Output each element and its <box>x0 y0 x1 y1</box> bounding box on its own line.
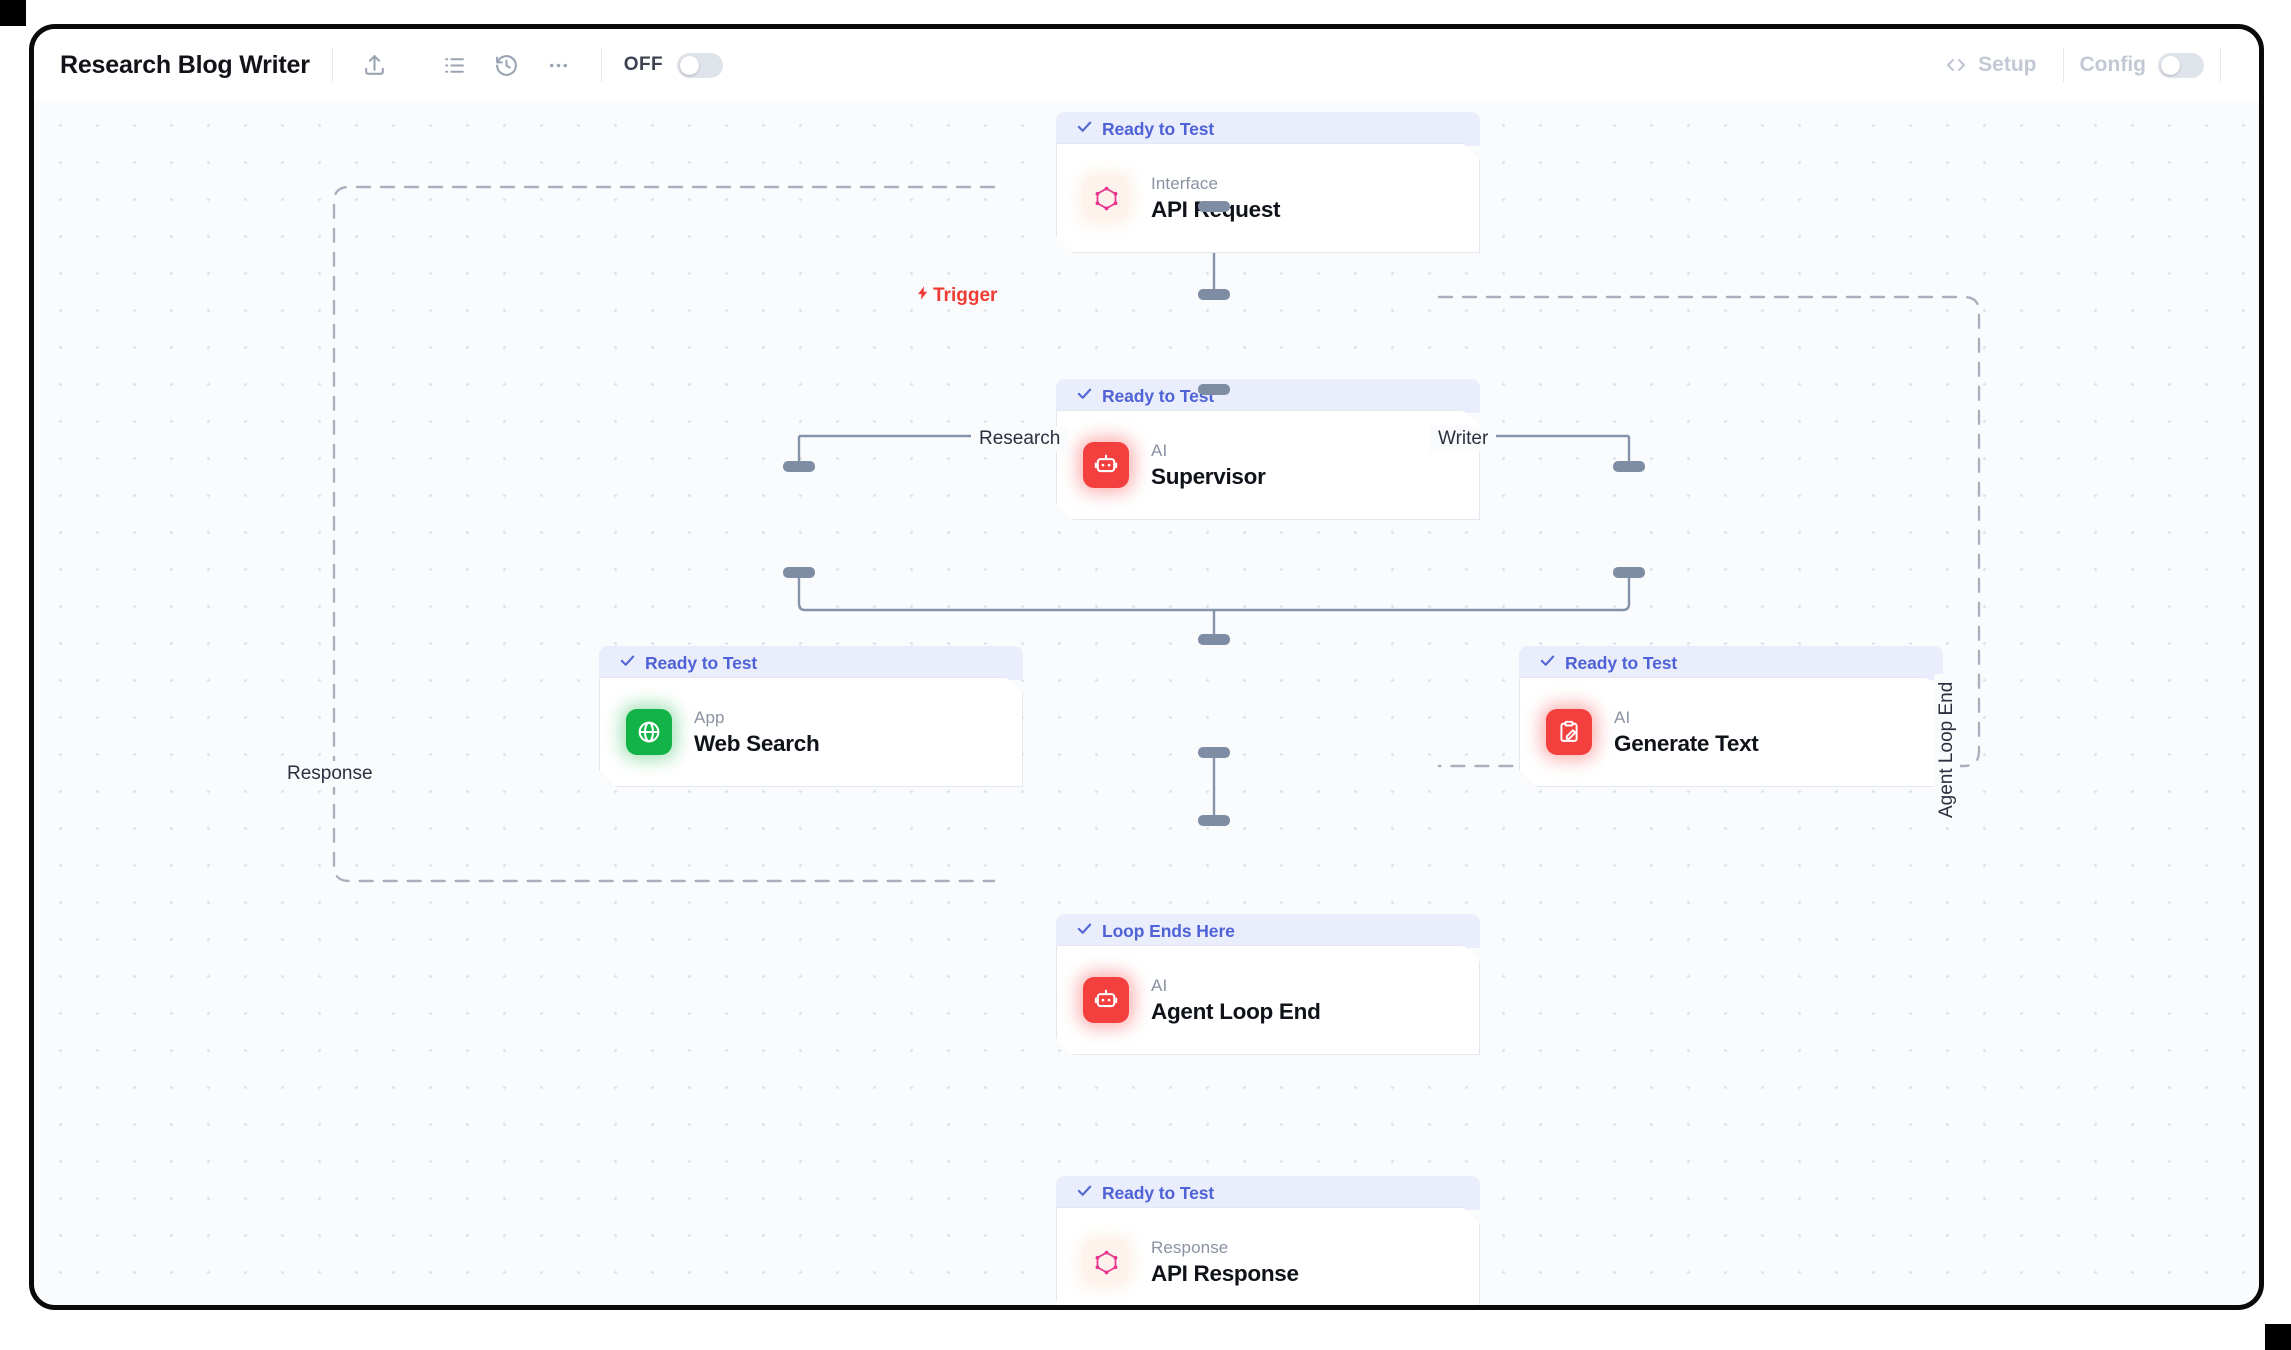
handle-web-search-out[interactable] <box>783 567 815 578</box>
node-name-label: API Response <box>1151 1260 1299 1286</box>
check-icon <box>1076 1182 1093 1204</box>
more-icon[interactable] <box>539 45 579 85</box>
workflow-canvas[interactable]: Ready to Test Interface AP <box>34 101 2259 1305</box>
robot-icon <box>1083 977 1129 1023</box>
node-kind-label: AI <box>1614 707 1631 727</box>
power-toggle-knob <box>680 55 699 75</box>
corner-mark-top-left <box>0 0 26 26</box>
handle-api-response-in[interactable] <box>1198 815 1230 826</box>
node-generate-text[interactable]: Ready to Test AI Generate Text <box>1519 643 1943 787</box>
setup-button[interactable]: Setup <box>1934 47 2046 83</box>
node-status-badge: Ready to Test <box>1056 112 1480 146</box>
node-card[interactable]: AI Supervisor <box>1056 410 1480 520</box>
edge-label-trigger-text: Trigger <box>933 285 998 306</box>
history-icon[interactable] <box>487 45 527 85</box>
clipboard-pencil-icon <box>1546 709 1592 755</box>
edge-label-agent-loop-end: Agent Loop End <box>1934 673 1960 826</box>
handle-supervisor-out[interactable] <box>1198 384 1230 395</box>
node-card[interactable]: AI Agent Loop End <box>1056 945 1480 1055</box>
node-agent-loop-end[interactable]: Loop Ends Here AI Agent Loop End <box>1056 911 1480 1055</box>
header-right-group: Setup Config <box>1934 47 2237 83</box>
node-card[interactable]: App Web Search <box>599 677 1023 787</box>
power-toggle-label: OFF <box>623 54 663 75</box>
node-status-label: Ready to Test <box>1102 1182 1215 1203</box>
node-status-badge: Ready to Test <box>1056 1176 1480 1210</box>
toolbar-icon-group <box>355 45 579 85</box>
check-icon <box>1076 385 1093 407</box>
node-kind-label: Response <box>1151 1237 1229 1257</box>
node-name-label: Supervisor <box>1151 463 1266 489</box>
handle-generate-text-out[interactable] <box>1613 567 1645 578</box>
node-card[interactable]: Response API Response <box>1056 1207 1480 1305</box>
node-status-badge: Ready to Test <box>1519 646 1943 680</box>
corner-mark-bottom-right <box>2265 1324 2291 1350</box>
power-toggle[interactable] <box>677 52 723 78</box>
handle-loop-end-out[interactable] <box>1198 747 1230 758</box>
share-icon[interactable] <box>355 45 395 85</box>
edge-label-trigger: Trigger <box>907 283 1006 309</box>
handle-supervisor-in[interactable] <box>1198 289 1230 300</box>
node-status-badge: Ready to Test <box>599 646 1023 680</box>
handle-api-request-out[interactable] <box>1198 201 1230 212</box>
app-header: Research Blog Writer <box>34 29 2259 101</box>
node-status-label: Ready to Test <box>645 652 758 673</box>
page-title: Research Blog Writer <box>60 50 310 79</box>
config-toggle-label: Config <box>2079 53 2146 76</box>
node-api-response[interactable]: Ready to Test Response API <box>1056 1173 1480 1305</box>
node-name-label: Agent Loop End <box>1151 998 1321 1024</box>
config-toggle[interactable] <box>2158 52 2204 78</box>
lightning-icon <box>915 285 931 307</box>
graphql-icon <box>1083 175 1129 221</box>
node-supervisor[interactable]: Ready to Test AI Supervisor <box>1056 376 1480 520</box>
node-status-badge: Loop Ends Here <box>1056 914 1480 948</box>
robot-icon <box>1083 442 1129 488</box>
node-card[interactable]: AI Generate Text <box>1519 677 1943 787</box>
list-icon[interactable] <box>435 45 475 85</box>
globe-icon <box>626 709 672 755</box>
node-status-label: Ready to Test <box>1565 652 1678 673</box>
handle-web-search-in[interactable] <box>783 461 815 472</box>
check-icon <box>1076 920 1093 942</box>
handle-loop-end-in[interactable] <box>1198 634 1230 645</box>
edge-label-response: Response <box>279 761 381 787</box>
node-kind-label: AI <box>1151 440 1168 460</box>
header-divider-2 <box>600 48 602 82</box>
header-divider-1 <box>331 48 333 82</box>
node-kind-label: App <box>694 707 725 727</box>
node-status-label: Ready to Test <box>1102 118 1215 139</box>
node-status-label: Ready to Test <box>1102 385 1215 406</box>
check-icon <box>1076 118 1093 140</box>
code-brackets-icon <box>1944 53 1968 77</box>
graphql-icon <box>1083 1239 1129 1285</box>
edge-label-writer: Writer <box>1430 426 1497 452</box>
header-divider-3 <box>2062 48 2064 82</box>
setup-button-label: Setup <box>1978 53 2037 76</box>
config-toggle-knob <box>2161 55 2180 75</box>
edge-label-research: Research <box>971 426 1069 452</box>
node-web-search[interactable]: Ready to Test App Web Search <box>599 643 1023 787</box>
node-status-badge: Ready to Test <box>1056 379 1480 413</box>
node-kind-label: AI <box>1151 975 1168 995</box>
header-divider-4 <box>2220 48 2221 82</box>
app-window: Research Blog Writer <box>29 24 2264 1310</box>
node-api-request[interactable]: Ready to Test Interface AP <box>1056 109 1480 253</box>
node-name-label: Web Search <box>694 730 820 756</box>
node-name-label: Generate Text <box>1614 730 1759 756</box>
node-kind-label: Interface <box>1151 173 1219 193</box>
check-icon <box>1539 652 1556 674</box>
node-card[interactable]: Interface API Request <box>1056 143 1480 253</box>
node-status-label: Loop Ends Here <box>1102 920 1235 941</box>
handle-generate-text-in[interactable] <box>1613 461 1645 472</box>
check-icon <box>619 652 636 674</box>
